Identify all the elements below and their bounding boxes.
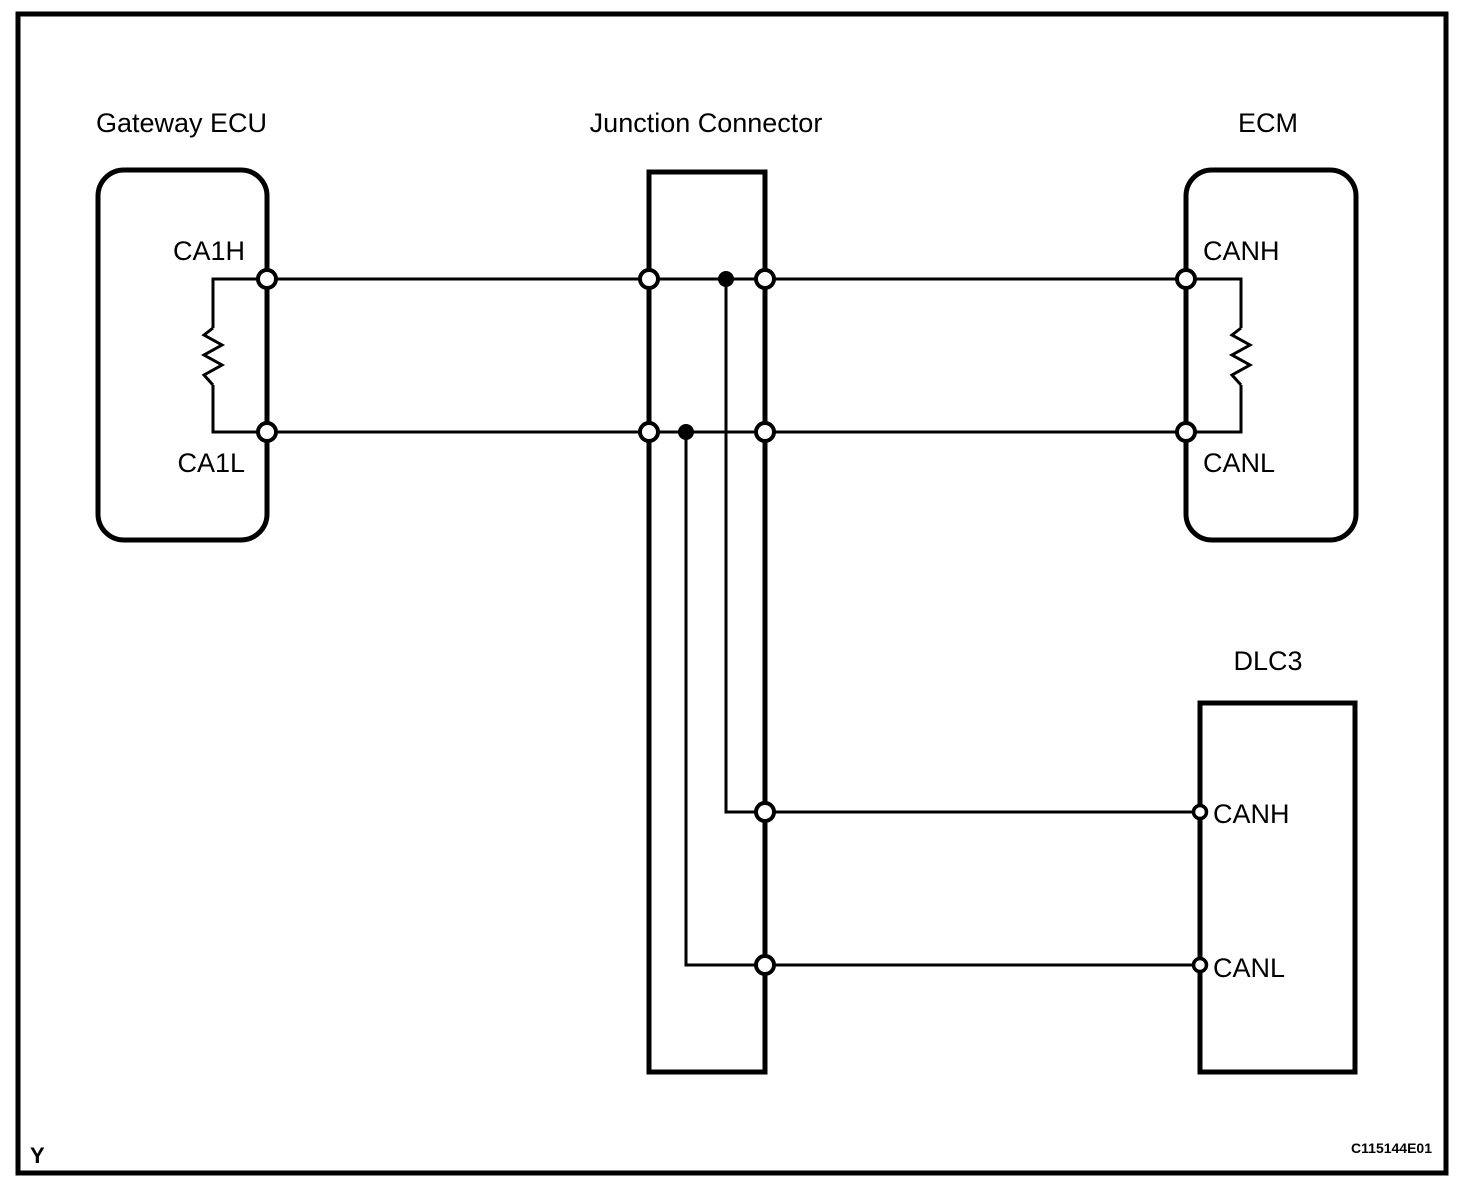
gateway-resistor-wire-top xyxy=(211,277,267,328)
terminal-dlc3-canl[interactable] xyxy=(1191,956,1209,974)
ecm-terminal-canl-label: CANL xyxy=(1203,448,1275,478)
junction-connector-title: Junction Connector xyxy=(590,108,823,138)
dlc3-title: DLC3 xyxy=(1233,646,1302,676)
terminal-junction-canl-left[interactable] xyxy=(638,421,660,443)
junction-dot-canh xyxy=(718,271,734,287)
ecm-terminal-canh-label: CANH xyxy=(1203,236,1280,266)
terminal-junction-canl-right[interactable] xyxy=(754,421,776,443)
junction-dot-canl xyxy=(678,424,694,440)
terminal-junction-canh-left[interactable] xyxy=(638,268,660,290)
ecm-box[interactable] xyxy=(1183,167,1359,543)
ecm-resistor-wire-bottom xyxy=(1186,385,1243,434)
ecm-title: ECM xyxy=(1238,108,1298,138)
gateway-terminal-ca1l-label: CA1L xyxy=(177,448,245,478)
wire-canh-branch-to-dlc3 xyxy=(724,279,765,814)
gateway-ecu-box[interactable] xyxy=(95,167,270,543)
gateway-ecu-title: Gateway ECU xyxy=(96,108,267,138)
wire-canl-branch-to-dlc3 xyxy=(684,432,765,967)
gateway-resistor-wire-bottom xyxy=(211,385,267,434)
dlc3-box[interactable] xyxy=(1197,700,1358,1075)
terminal-ecm-canl[interactable] xyxy=(1175,421,1197,443)
sheet-marker: Y xyxy=(30,1143,45,1168)
dlc3-terminal-canl-label: CANL xyxy=(1213,953,1285,983)
terminal-junction-dlc3-canl[interactable] xyxy=(754,954,776,976)
ecm-terminating-resistor-icon xyxy=(1228,326,1254,387)
junction-connector-box[interactable] xyxy=(646,169,768,1075)
terminal-gateway-ca1h[interactable] xyxy=(256,268,278,290)
terminal-junction-dlc3-canh[interactable] xyxy=(754,801,776,823)
terminal-dlc3-canh[interactable] xyxy=(1191,803,1209,821)
figure-code: C115144E01 xyxy=(1351,1140,1432,1156)
gateway-terminal-ca1h-label: CA1H xyxy=(173,236,245,266)
ecm-resistor-wire-top xyxy=(1186,277,1243,328)
dlc3-terminal-canh-label: CANH xyxy=(1213,799,1290,829)
terminal-gateway-ca1l[interactable] xyxy=(256,421,278,443)
terminal-junction-canh-right[interactable] xyxy=(754,268,776,290)
gateway-terminating-resistor-icon xyxy=(200,326,226,387)
terminal-ecm-canh[interactable] xyxy=(1175,268,1197,290)
